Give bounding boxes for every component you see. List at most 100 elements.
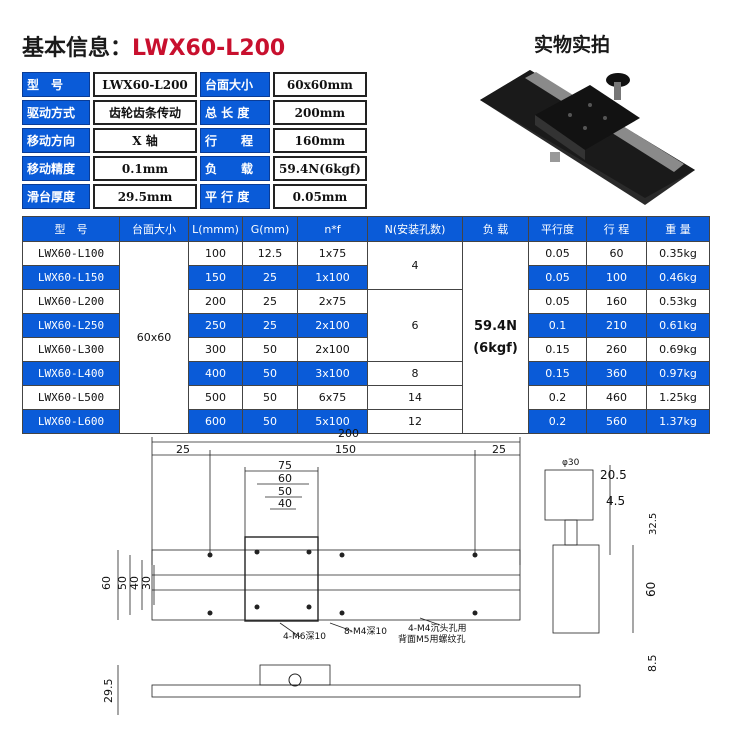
dim-label-40: 40 — [278, 497, 292, 510]
cell-N: 6 — [367, 289, 463, 362]
spec-key: 总 长 度 — [200, 100, 270, 125]
model-table: 型 号 台面大小 L(mmm) G(mm) n*f N(安装孔数) 负 载 平行… — [22, 216, 710, 434]
cell-model: LWX60-L300 — [22, 337, 120, 362]
basic-info-model: LWX60-L200 — [132, 36, 286, 61]
cell-weight: 0.35kg — [646, 241, 710, 266]
spec-key: 行 程 — [200, 128, 270, 153]
cell-model: LWX60-L100 — [22, 241, 120, 266]
mount-hole — [339, 552, 345, 558]
mount-hole — [472, 610, 478, 616]
spec-row: 型 号 LWX60-L200 台面大小 60x60mm — [22, 72, 367, 97]
side-label-325: 32.5 — [648, 513, 659, 535]
cell-model: LWX60-L150 — [22, 265, 120, 290]
spec-value: 29.5mm — [93, 184, 197, 209]
cell-L: 500 — [188, 385, 243, 410]
cell-G: 25 — [242, 289, 298, 314]
cell-nf: 2x100 — [297, 313, 368, 338]
front-view-rail — [151, 684, 581, 698]
spec-value: 60x60mm — [273, 72, 367, 97]
col-header: 平行度 — [528, 216, 587, 242]
cell-stroke: 360 — [586, 361, 647, 386]
cell-G: 50 — [242, 337, 298, 362]
cell-load: 59.4N (6kgf) — [462, 241, 529, 434]
cell-model: LWX60-L250 — [22, 313, 120, 338]
cell-parallelism: 0.05 — [528, 241, 587, 266]
spec-value: 200mm — [273, 100, 367, 125]
left-label-50: 50 — [116, 576, 129, 590]
side-view-knob — [544, 469, 594, 521]
side-label-45: 4.5 — [606, 494, 625, 508]
basic-info-prefix: 基本信息： — [22, 36, 133, 61]
side-label-phi: φ30 — [562, 458, 580, 468]
cell-nf: 2x75 — [297, 289, 368, 314]
cell-nf: 6x75 — [297, 385, 368, 410]
cell-G: 12.5 — [242, 241, 298, 266]
mount-hole — [207, 610, 213, 616]
drawing-holes — [207, 549, 478, 687]
col-header: 重 量 — [646, 216, 710, 242]
left-label-60: 60 — [100, 576, 113, 590]
cell-model: LWX60-L500 — [22, 385, 120, 410]
photo-carriage — [535, 85, 640, 150]
cell-model: LWX60-L600 — [22, 409, 120, 434]
cell-table-size: 60x60 — [119, 241, 189, 434]
col-header: 负 载 — [462, 216, 529, 242]
cell-stroke: 210 — [586, 313, 647, 338]
photo-hole — [588, 103, 592, 107]
cell-G: 50 — [242, 385, 298, 410]
cell-G: 50 — [242, 409, 298, 434]
cell-weight: 1.37kg — [646, 409, 710, 434]
side-view-body — [552, 544, 600, 634]
front-view-carriage — [259, 664, 331, 686]
basic-info-title: 基本信息：LWX60-L200 — [22, 30, 285, 62]
mount-hole — [207, 552, 213, 558]
table-row: LWX60-L250 250 25 2x100 0.1 210 0.61kg — [22, 313, 710, 338]
col-header: N(安装孔数) — [367, 216, 463, 242]
spec-value: X 轴 — [93, 128, 197, 153]
cell-N: 8 — [367, 361, 463, 386]
note-m4: 8-M4深10 — [344, 626, 387, 637]
spec-key: 驱动方式 — [22, 100, 90, 125]
cell-N: 4 — [367, 241, 463, 290]
cell-L: 300 — [188, 337, 243, 362]
dim-label-50: 50 — [278, 485, 292, 498]
cell-parallelism: 0.15 — [528, 361, 587, 386]
photo-carriage-side — [535, 115, 585, 160]
table-row: LWX60-L500 500 50 6x75 14 0.2 460 1.25kg — [22, 385, 710, 410]
cell-weight: 0.69kg — [646, 337, 710, 362]
spec-row: 驱动方式 齿轮齿条传动 总 长 度 200mm — [22, 100, 367, 125]
cell-parallelism: 0.2 — [528, 385, 587, 410]
cell-weight: 0.61kg — [646, 313, 710, 338]
photo-lock-lever — [550, 152, 560, 162]
photo-knob-icon — [606, 73, 630, 87]
side-label-205: 20.5 — [600, 468, 627, 482]
spec-value: 59.4N(6kgf) — [273, 156, 367, 181]
spec-value: 160mm — [273, 128, 367, 153]
col-header: 行 程 — [586, 216, 647, 242]
photo-knob-shaft — [614, 82, 621, 100]
table-row: LWX60-L150 150 25 1x100 0.05 100 0.46kg — [22, 265, 710, 290]
side-view-shaft — [564, 519, 578, 546]
photo-rail-group — [480, 70, 695, 205]
cell-N: 14 — [367, 385, 463, 410]
cell-nf: 1x100 — [297, 265, 368, 290]
spec-key: 型 号 — [22, 72, 90, 97]
spec-row: 移动精度 0.1mm 负 载 59.4N(6kgf) — [22, 156, 367, 181]
cell-L: 600 — [188, 409, 243, 434]
note-sink-2: 背面M5用螺纹孔 — [398, 633, 466, 645]
top-view-rail — [151, 549, 521, 621]
spec-key: 台面大小 — [200, 72, 270, 97]
spec-row: 滑台厚度 29.5mm 平 行 度 0.05mm — [22, 184, 367, 209]
cell-stroke: 100 — [586, 265, 647, 290]
dim-label-25: 25 — [492, 443, 506, 456]
col-header: 型 号 — [22, 216, 120, 242]
front-knob-icon — [288, 673, 302, 687]
spec-table: 型 号 LWX60-L200 台面大小 60x60mm 驱动方式 齿轮齿条传动 … — [19, 69, 370, 212]
cell-G: 25 — [242, 313, 298, 338]
col-header: 台面大小 — [119, 216, 189, 242]
cell-nf: 5x100 — [297, 409, 368, 434]
cell-G: 25 — [242, 265, 298, 290]
dim-label-25: 25 — [176, 443, 190, 456]
spec-key: 移动精度 — [22, 156, 90, 181]
mount-hole — [339, 610, 345, 616]
